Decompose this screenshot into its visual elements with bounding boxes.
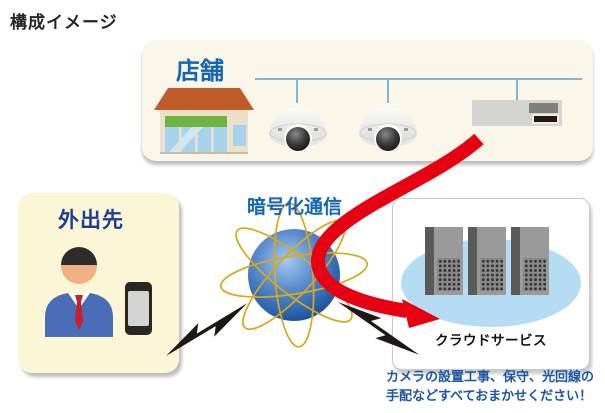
network-recorder-icon <box>472 100 562 126</box>
server-rack-stripe <box>511 227 520 295</box>
server-rack-icon <box>468 227 506 295</box>
server-rack-icon <box>511 227 549 295</box>
server-rack-icon <box>425 227 463 295</box>
page-title: 構成イメージ <box>10 13 118 32</box>
server-rack-grid <box>437 258 460 291</box>
smartphone-icon <box>125 282 152 335</box>
server-rack-grid <box>523 258 546 291</box>
server-rack-stripe <box>468 227 477 295</box>
away-panel-label: 外出先 <box>58 209 124 232</box>
service-caption-line2: 手配などすべておまかせください！ <box>386 388 593 403</box>
smartphone-screen <box>128 291 149 326</box>
dome-camera-icon <box>269 107 327 152</box>
encrypted-network-globe-icon <box>220 202 368 348</box>
storefront-icon <box>154 88 254 154</box>
server-rack-stripe <box>425 227 434 295</box>
cloud-service-label: クラウドサービス <box>435 333 547 348</box>
network-line-drop-recorder <box>516 79 518 101</box>
businessperson-icon <box>45 247 113 337</box>
store-panel-label: 店舗 <box>176 58 224 85</box>
encryption-label: 暗号化通信 <box>247 197 343 218</box>
service-caption: カメラの設置工事、保守、光回線の 手配などすべておまかせください！ <box>386 367 594 405</box>
network-line-drop-camera1 <box>296 79 298 103</box>
service-caption-line1: カメラの設置工事、保守、光回線の <box>386 369 595 384</box>
network-line-drop-camera2 <box>387 79 389 103</box>
away-panel <box>18 193 179 373</box>
server-rack-grid <box>480 258 503 291</box>
dome-camera-icon <box>359 107 417 152</box>
network-line-horizontal <box>255 78 582 80</box>
